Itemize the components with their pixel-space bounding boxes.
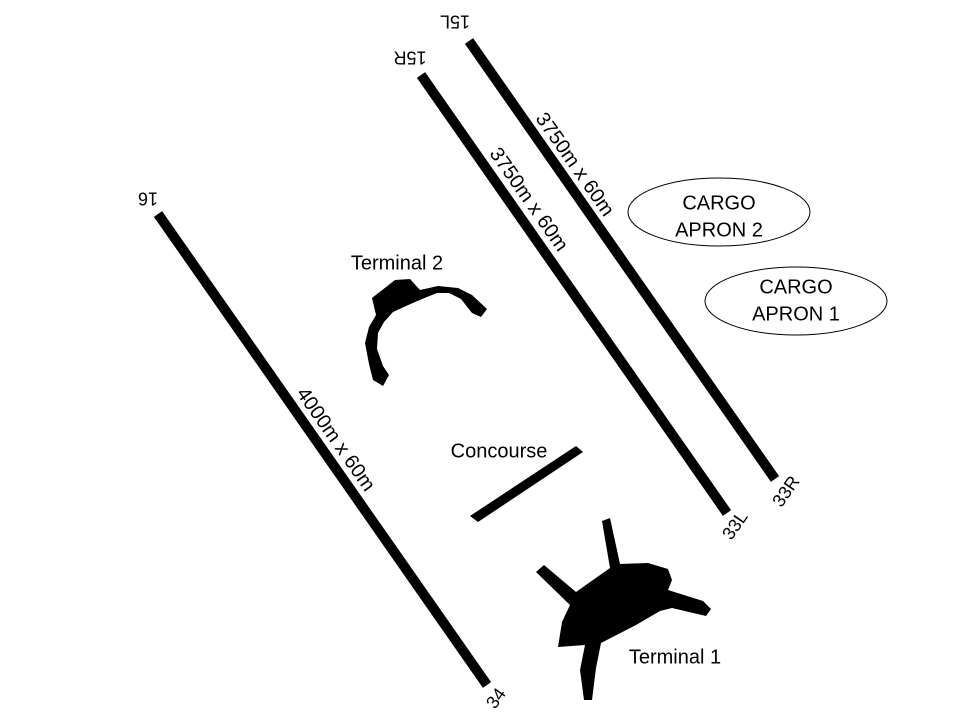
runway-34-label: 34 [482,684,510,712]
concourse-building [470,446,583,522]
runway-16-label: 16 [138,188,158,208]
cargo-apron-2: CARGO APRON 2 [627,177,811,247]
terminal-1-building [536,518,711,700]
cargo-apron-2-outline [627,177,811,247]
concourse: Concourse [451,440,583,522]
runway-16-34-dimensions: 4000m x 60m [292,384,380,496]
terminal-2-label: Terminal 2 [351,252,443,274]
runway-15r-33l-strip [416,72,732,516]
terminal-2: Terminal 2 [351,252,487,386]
runway-15r-33l: 15R 33L 3750m x 60m [393,47,751,543]
cargo-apron-1-line1: CARGO [759,276,832,298]
runway-15l-label: 15L [440,11,470,31]
concourse-label: Concourse [451,440,548,462]
runway-16-34-strip [153,211,492,688]
terminal-1: Terminal 1 [536,518,721,700]
runway-15l-33r-strip [464,38,780,482]
cargo-apron-1-outline [704,266,888,336]
terminal-1-label: Terminal 1 [629,646,721,668]
runway-15l-33r: 15L 33R 3750m x 60m [440,11,804,510]
cargo-apron-1-line2: APRON 1 [752,303,840,325]
cargo-apron-2-line1: CARGO [682,192,755,214]
cargo-apron-1: CARGO APRON 1 [704,266,888,336]
runway-15r-label: 15R [393,47,426,67]
terminal-2-building [365,279,487,386]
cargo-apron-2-line2: APRON 2 [675,219,763,241]
